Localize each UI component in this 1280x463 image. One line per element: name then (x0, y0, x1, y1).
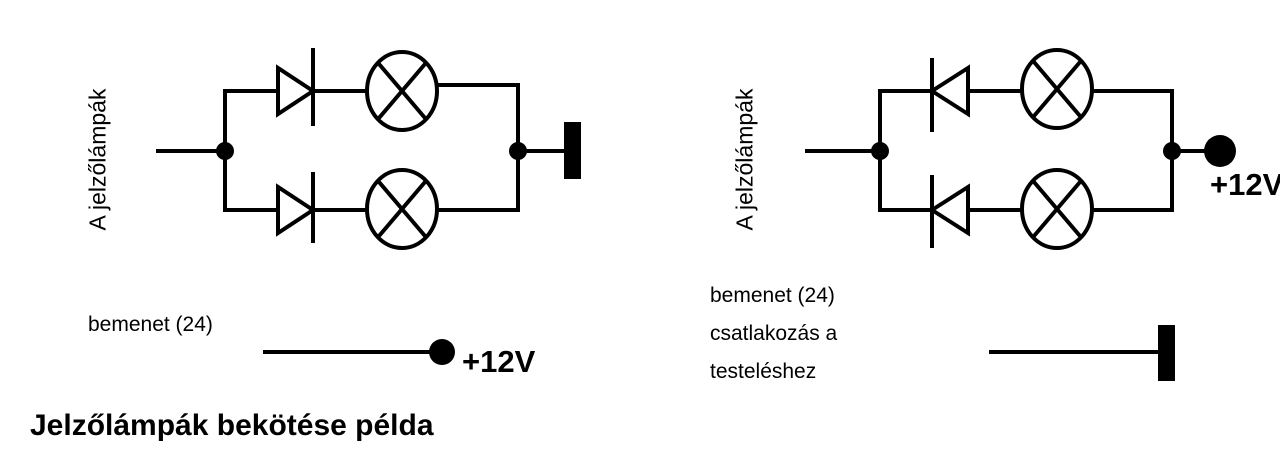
left-top-branch-wire (223, 89, 278, 151)
right-bottom-branch-wire (878, 151, 932, 212)
left-ground-bar-icon (564, 122, 581, 179)
right-input-label: bemenet (24) (710, 284, 835, 307)
right-ground-bar-icon (1158, 325, 1175, 381)
left-bottom-branch-wire (223, 151, 278, 212)
right-top-diode-icon (928, 58, 970, 132)
left-bottom-lamp-icon (365, 168, 439, 250)
left-top-diode-icon (276, 48, 317, 126)
right-ground-label-line2: testeléshez (710, 360, 817, 383)
left-voltage-label: +12V (462, 344, 536, 379)
left-return-wire (437, 83, 520, 212)
left-input-label: bemenet (24) (88, 313, 213, 336)
right-vertical-label: A jelzőlámpák (731, 88, 758, 231)
right-bottom-lamp-icon (1020, 168, 1094, 250)
diagram-title: Jelzőlámpák bekötése példa (30, 409, 434, 442)
right-top-lamp-icon (1020, 48, 1094, 130)
left-bottom-diode-icon (276, 172, 317, 243)
right-positive-terminal-icon (1204, 135, 1236, 167)
left-positive-terminal-icon (429, 339, 455, 365)
right-return-wire (1092, 89, 1174, 212)
right-output-junction-dot (1163, 142, 1181, 160)
right-circuit (805, 48, 1212, 354)
right-voltage-label: +12V (1210, 167, 1280, 202)
left-vertical-label: A jelzőlámpák (84, 88, 111, 231)
left-output-junction-dot (509, 142, 527, 160)
right-ground-label-line1: csatlakozás a (710, 322, 838, 345)
right-bottom-diode-icon (928, 175, 970, 248)
right-input-junction-dot (871, 142, 889, 160)
left-circuit (156, 48, 565, 354)
right-top-branch-wire (878, 89, 932, 151)
left-input-junction-dot (216, 142, 234, 160)
left-top-lamp-icon (365, 50, 439, 132)
